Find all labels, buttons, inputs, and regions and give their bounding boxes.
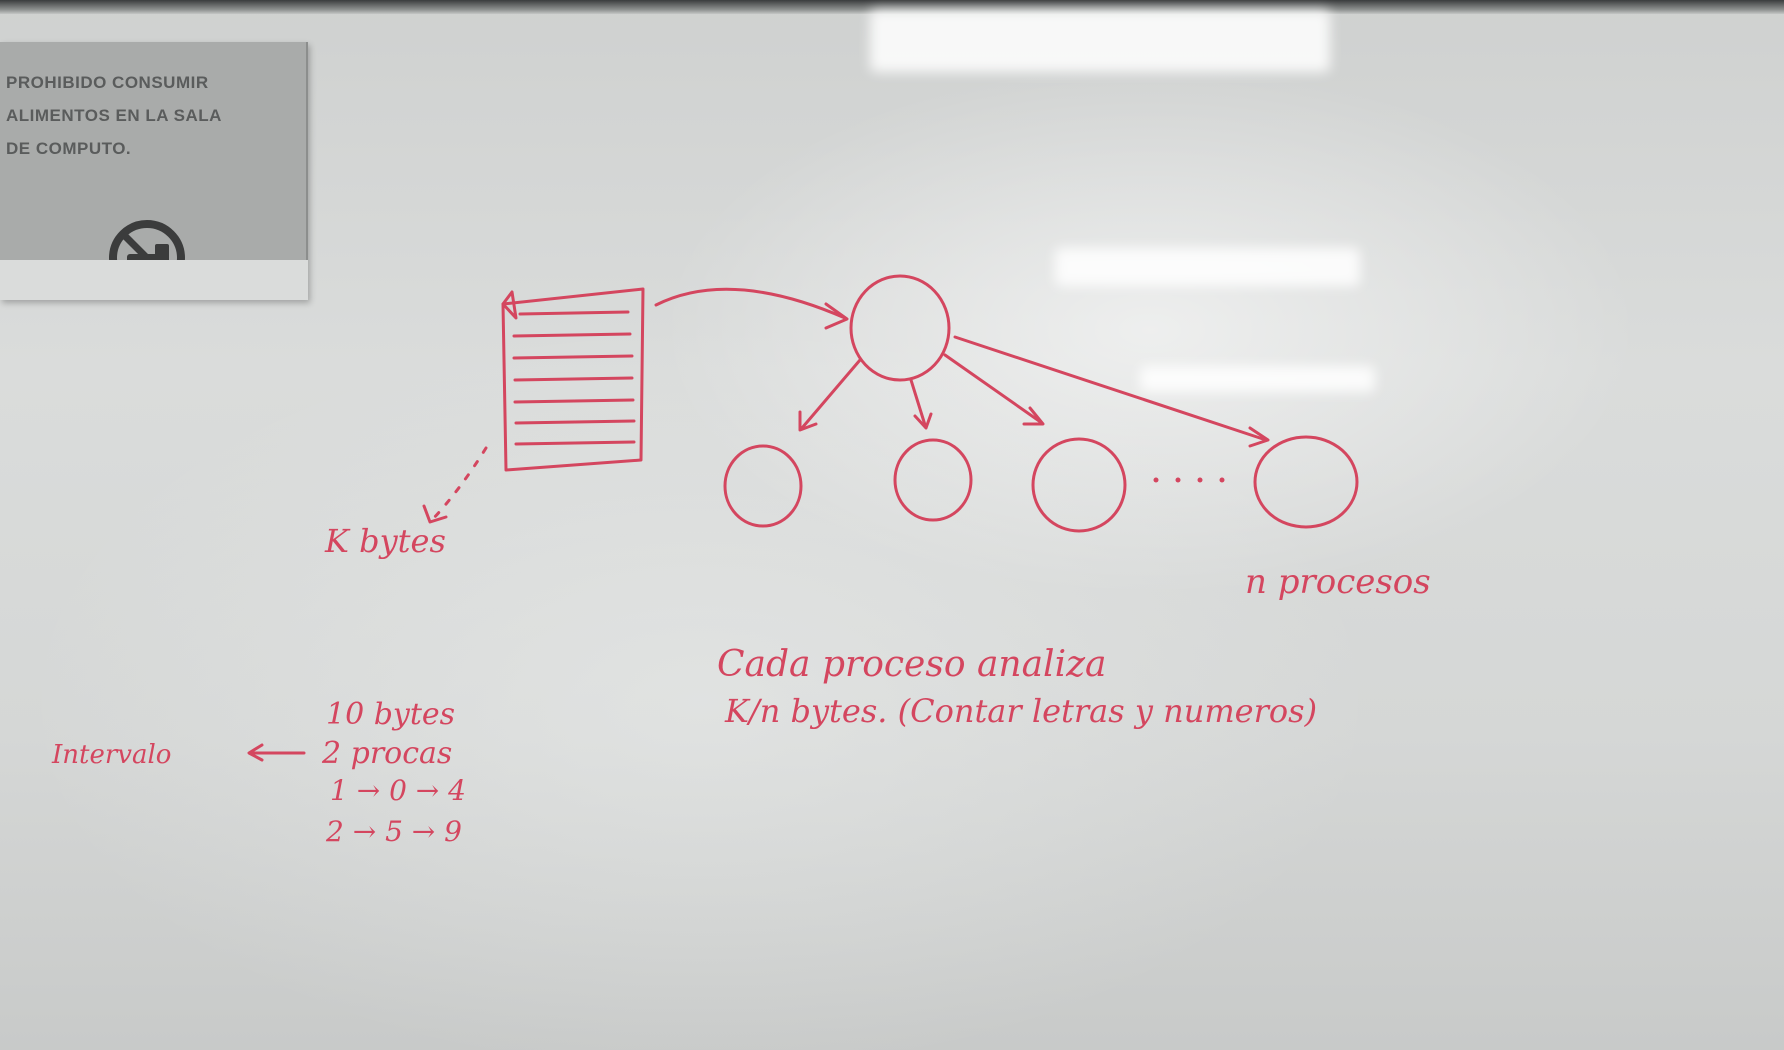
ellipsis-dots (1153, 477, 1225, 483)
child-process-node (723, 444, 803, 528)
sign-card: PROHIBIDO CONSUMIR ALIMENTOS EN LA SALA … (0, 42, 306, 296)
arrowhead (1022, 406, 1045, 426)
light-glare (1055, 248, 1360, 286)
interval-row-2: 2 → 5 → 9 (326, 815, 462, 848)
arrowhead (824, 302, 849, 330)
arrow-child-1 (800, 358, 862, 430)
arrowhead (913, 412, 933, 430)
arrow-doc-to-root (654, 287, 847, 320)
arrow-child-2 (909, 378, 927, 427)
k-bytes-label: K bytes (325, 522, 446, 560)
child-process-node (1253, 435, 1359, 529)
child-process-node (893, 438, 973, 522)
light-glare (870, 10, 1330, 72)
arrow-child-n (953, 335, 1268, 442)
example-procs: 2 procas (322, 736, 453, 771)
arrowhead (798, 410, 818, 432)
arrowhead (1248, 426, 1270, 448)
interval-row-1: 1 → 0 → 4 (330, 774, 466, 807)
light-glare (1140, 366, 1375, 392)
arrowhead (422, 504, 448, 524)
sign-paper-edge (0, 260, 308, 300)
cada-proceso-line2: K/n bytes. (Contar letras y numeros) (725, 692, 1318, 730)
root-process-node (849, 274, 951, 382)
cada-proceso-line1: Cada proceso analiza (717, 644, 1107, 685)
document-icon (501, 287, 645, 472)
sign-text: PROHIBIDO CONSUMIR ALIMENTOS EN LA SALA … (6, 73, 222, 158)
child-process-node (1031, 437, 1127, 533)
arrowhead (247, 743, 264, 762)
example-bytes: 10 bytes (326, 697, 456, 732)
board-top-frame (0, 0, 1784, 14)
n-procesos-label: n procesos (1245, 562, 1431, 602)
intervalo-label: Intervalo (52, 740, 172, 770)
dotted-arrow (430, 446, 488, 522)
arrow-child-3 (943, 353, 1044, 425)
no-food-sign: PROHIBIDO CONSUMIR ALIMENTOS EN LA SALA … (0, 42, 308, 300)
